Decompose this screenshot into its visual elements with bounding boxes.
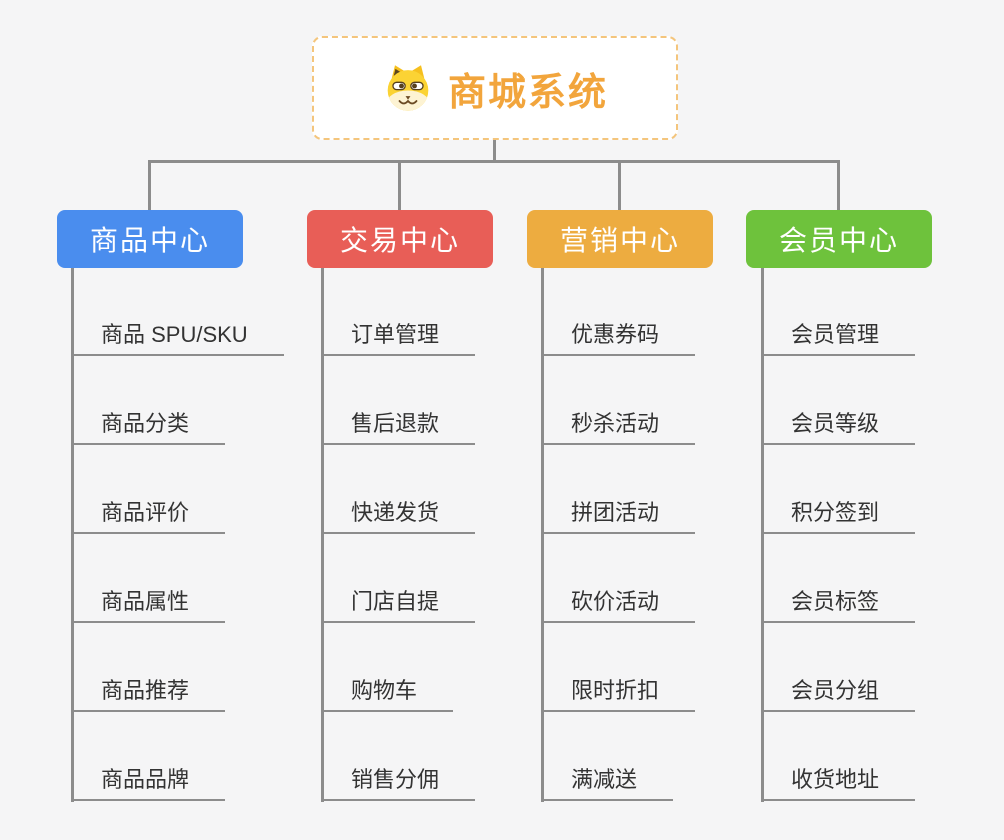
root-node-mall-system[interactable]: 商城系统 xyxy=(312,36,678,140)
connector-drop-member xyxy=(837,160,840,210)
leaf-node[interactable]: 商品评价 xyxy=(73,500,226,534)
branch-children-trade-center: 订单管理 售后退款 快递发货 门店自提 购物车 销售分佣 xyxy=(321,268,554,802)
leaf-node[interactable]: 会员管理 xyxy=(763,322,916,356)
leaf-node[interactable]: 商品品牌 xyxy=(73,767,226,801)
leaf-node[interactable]: 拼团活动 xyxy=(543,500,696,534)
connector-drop-product xyxy=(148,160,151,210)
leaf-node[interactable]: 收货地址 xyxy=(763,767,916,801)
doge-face-icon xyxy=(387,65,429,111)
branch-node-marketing-center[interactable]: 营销中心 xyxy=(527,210,713,268)
leaf-node[interactable]: 会员标签 xyxy=(763,589,916,623)
leaf-node[interactable]: 门店自提 xyxy=(323,589,476,623)
leaf-node[interactable]: 销售分佣 xyxy=(323,767,476,801)
leaf-node[interactable]: 购物车 xyxy=(323,678,454,712)
leaf-node[interactable]: 限时折扣 xyxy=(543,678,696,712)
leaf-node[interactable]: 满减送 xyxy=(543,767,674,801)
leaf-node[interactable]: 快递发货 xyxy=(323,500,476,534)
leaf-node[interactable]: 商品推荐 xyxy=(73,678,226,712)
branch-node-product-center[interactable]: 商品中心 xyxy=(57,210,243,268)
branch-children-member-center: 会员管理 会员等级 积分签到 会员标签 会员分组 收货地址 xyxy=(761,268,994,802)
leaf-node[interactable]: 商品属性 xyxy=(73,589,226,623)
branch-node-trade-center[interactable]: 交易中心 xyxy=(307,210,493,268)
leaf-node[interactable]: 积分签到 xyxy=(763,500,916,534)
leaf-node[interactable]: 商品分类 xyxy=(73,411,226,445)
leaf-node[interactable]: 秒杀活动 xyxy=(543,411,696,445)
leaf-node[interactable]: 商品 SPU/SKU xyxy=(73,322,284,356)
connector-horizontal-bar xyxy=(148,160,840,163)
leaf-node[interactable]: 售后退款 xyxy=(323,411,476,445)
leaf-node[interactable]: 会员等级 xyxy=(763,411,916,445)
connector-drop-trade xyxy=(398,160,401,210)
leaf-node[interactable]: 订单管理 xyxy=(323,322,476,356)
leaf-node[interactable]: 砍价活动 xyxy=(543,589,696,623)
branch-children-marketing-center: 优惠券码 秒杀活动 拼团活动 砍价活动 限时折扣 满减送 xyxy=(541,268,774,802)
connector-root-stem xyxy=(493,140,496,162)
root-title: 商城系统 xyxy=(447,71,608,114)
branch-node-member-center[interactable]: 会员中心 xyxy=(746,210,932,268)
leaf-node[interactable]: 会员分组 xyxy=(763,678,916,712)
branch-children-product-center: 商品 SPU/SKU 商品分类 商品评价 商品属性 商品推荐 商品品牌 xyxy=(71,268,304,802)
connector-drop-marketing xyxy=(618,160,621,210)
leaf-node[interactable]: 优惠券码 xyxy=(543,322,696,356)
